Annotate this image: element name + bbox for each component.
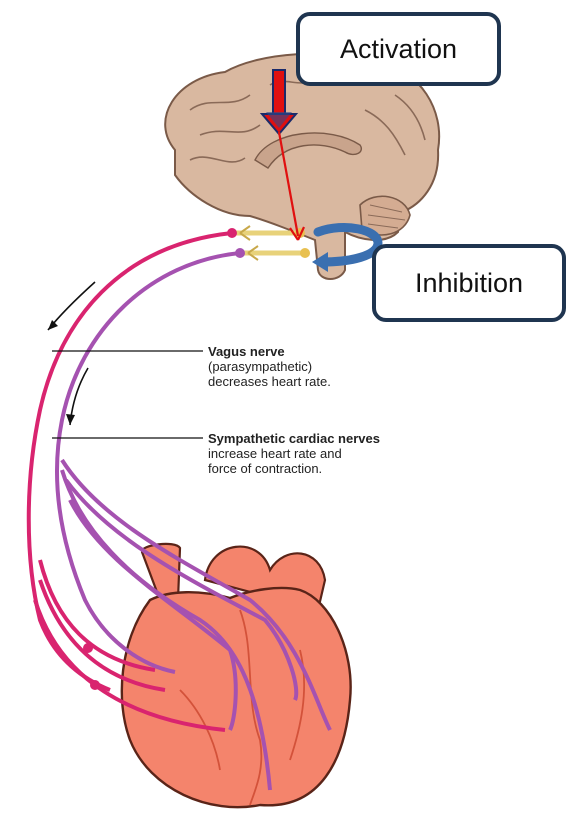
activation-callout: Activation: [296, 12, 501, 86]
vagus-line-1: (parasympathetic): [208, 359, 331, 374]
inhibition-callout: Inhibition: [372, 244, 566, 322]
leader-lines: [52, 351, 203, 438]
sympathetic-line-2: force of contraction.: [208, 461, 380, 476]
sympathetic-nerves-label: Sympathetic cardiac nerves increase hear…: [208, 431, 380, 476]
vagus-title: Vagus nerve: [208, 344, 331, 359]
sympathetic-title: Sympathetic cardiac nerves: [208, 431, 380, 446]
sympathetic-line-1: increase heart rate and: [208, 446, 380, 461]
inhibition-label: Inhibition: [415, 268, 523, 299]
vagus-line-2: decreases heart rate.: [208, 374, 331, 389]
vagus-nerve-label: Vagus nerve (parasympathetic) decreases …: [208, 344, 331, 389]
nerve-nucleus-dot: [300, 248, 310, 258]
activation-label: Activation: [340, 34, 457, 65]
